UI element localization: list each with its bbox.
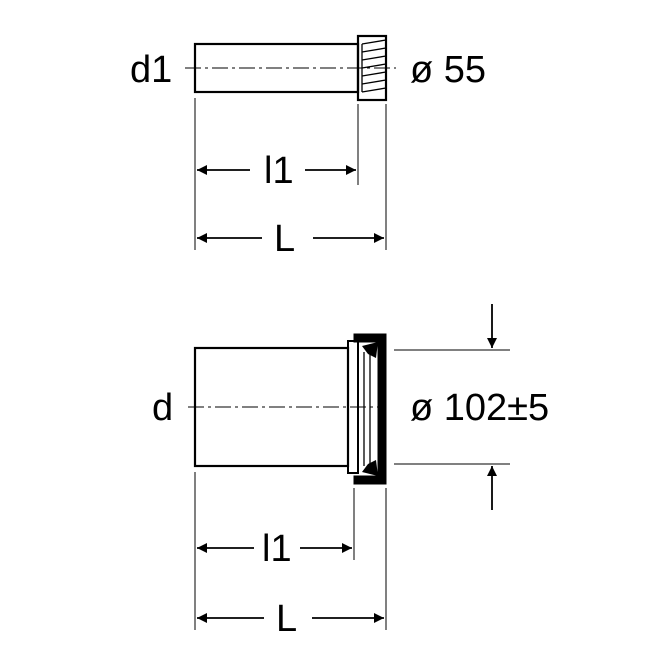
bottom-diameter-label: d (152, 387, 173, 429)
top-pipe: d1 ø 55 l1 L (130, 34, 486, 260)
top-L-label: L (274, 218, 295, 260)
top-l1-label: l1 (264, 150, 294, 192)
bottom-pipe-seal (353, 333, 387, 485)
bottom-L-label: L (276, 598, 297, 640)
bottom-size-label: ø 102±5 (410, 387, 549, 429)
top-pipe-thread-lines (361, 39, 387, 93)
bottom-l1-label: l1 (262, 528, 292, 570)
bottom-seal-lip-bottom (362, 460, 378, 476)
bottom-pipe: d ø 102±5 l1 L (152, 304, 549, 640)
top-size-label: ø 55 (410, 49, 486, 91)
top-diameter-label: d1 (130, 49, 172, 91)
bottom-seal-lip-top (362, 342, 378, 358)
